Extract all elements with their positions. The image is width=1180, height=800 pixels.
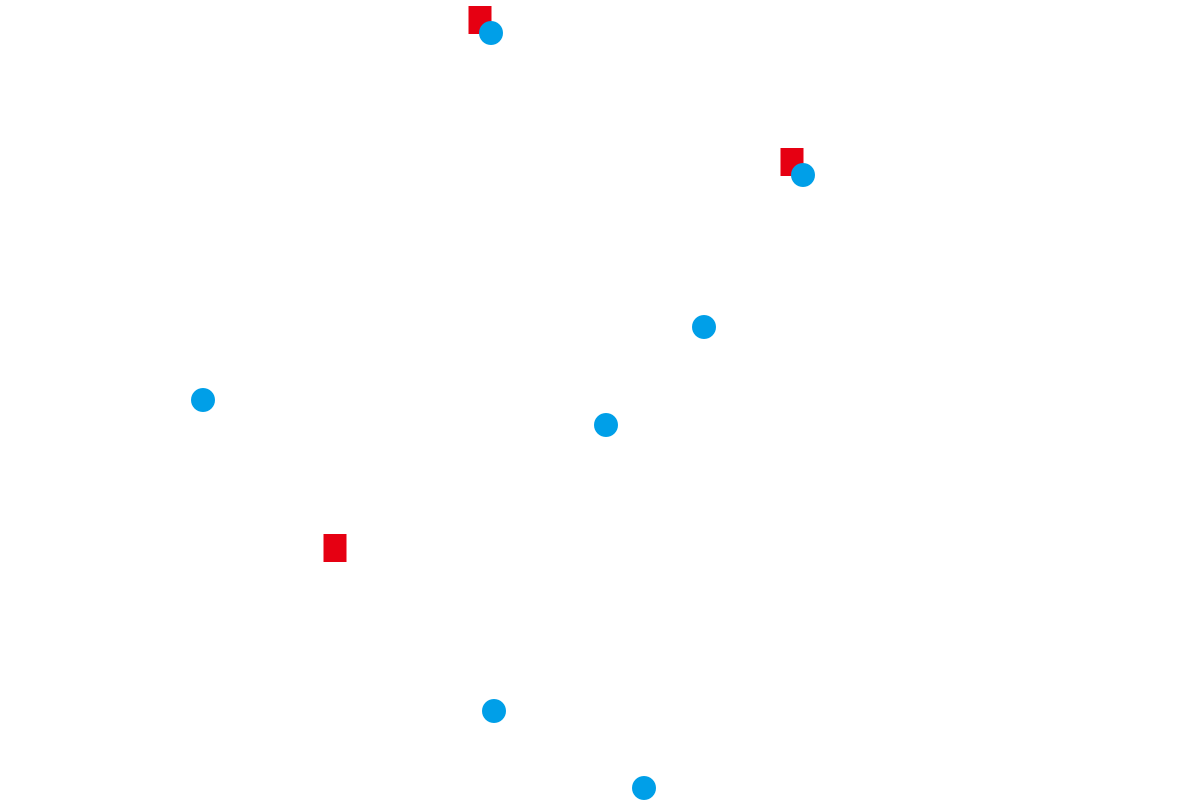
- blue-circle-marker-4: [191, 388, 215, 412]
- red-square-marker-3: [323, 534, 347, 562]
- blue-circle-marker-6: [482, 699, 506, 723]
- blue-circle-marker-7: [632, 776, 656, 800]
- blue-circle-marker-1: [479, 21, 503, 45]
- blue-circle-marker-3: [692, 315, 716, 339]
- blue-circle-marker-2: [791, 163, 815, 187]
- blue-circle-marker-5: [594, 413, 618, 437]
